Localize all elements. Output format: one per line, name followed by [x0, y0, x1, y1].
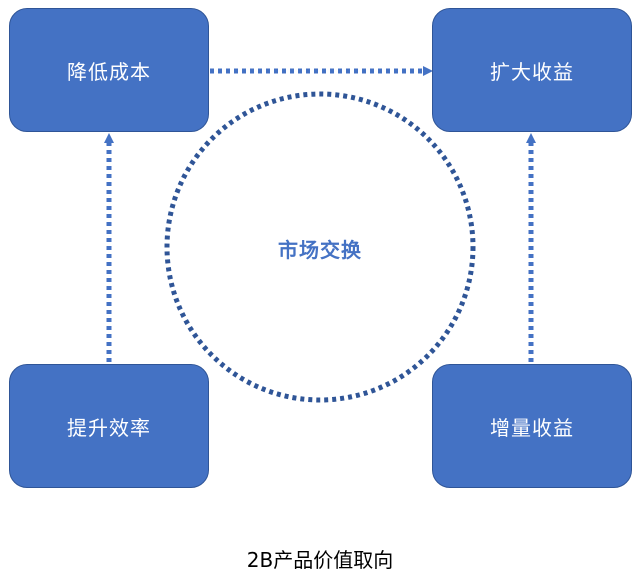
node-label: 降低成本: [67, 59, 151, 84]
center-label: 市场交换: [278, 238, 362, 262]
market-exchange-circle: [164, 91, 476, 403]
node-label: 增量收益: [490, 415, 574, 440]
node-incremental-revenue: 增量收益: [432, 364, 632, 488]
node-label: 扩大收益: [490, 59, 574, 84]
node-improve-efficiency: 提升效率: [9, 364, 209, 488]
node-label: 提升效率: [67, 415, 151, 440]
node-reduce-cost: 降低成本: [9, 8, 209, 132]
diagram-caption: 2B产品价值取向: [246, 548, 394, 572]
node-expand-revenue: 扩大收益: [432, 8, 632, 132]
